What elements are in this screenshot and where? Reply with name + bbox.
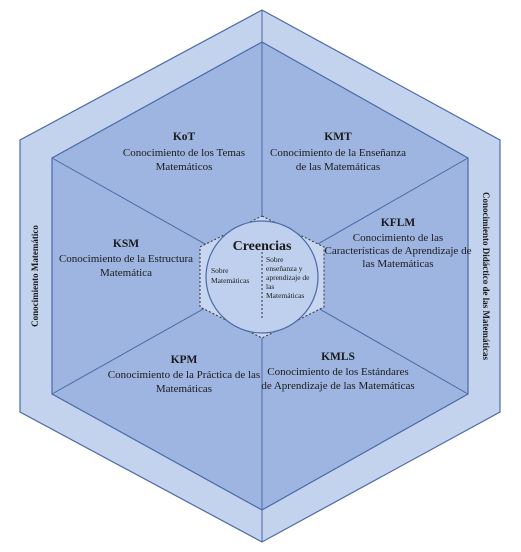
segment-line: Matemática	[100, 267, 152, 279]
segment-bottom-right: KMLS Conocimiento de los Estándares de A…	[261, 351, 414, 392]
segment-line: Conocimiento de la Práctica de las	[108, 369, 260, 381]
segment-line: Características de Aprendizaje de	[325, 245, 472, 257]
center-right-line: Matemáticas	[266, 291, 304, 300]
segment-title: KPM	[171, 354, 198, 366]
center-right-line: enseñanza y	[266, 264, 303, 273]
segment-title: KMT	[324, 131, 352, 143]
segment-line: Conocimiento de los Temas	[123, 147, 245, 159]
segment-line: Conocimiento de la Estructura	[59, 253, 193, 265]
segment-title: KFLM	[381, 217, 416, 229]
segment-title: KMLS	[321, 351, 355, 363]
center-title: Creencias	[233, 239, 292, 254]
center-left-line: Matemáticas	[211, 276, 249, 285]
center-block: Creencias Sobre Matemáticas Sobre enseña…	[211, 239, 310, 300]
segment-line: de Aprendizaje de las Matemáticas	[261, 380, 414, 392]
segment-bottom-left: KPM Conocimiento de la Práctica de las M…	[108, 354, 260, 395]
segment-title: KoT	[173, 131, 196, 143]
segment-line: Conocimiento de las	[353, 232, 443, 244]
segment-top-right: KMT Conocimiento de la Enseñanza de las …	[270, 131, 406, 173]
segment-line: Conocimiento de los Estándares	[267, 366, 408, 378]
segment-line: Matemáticas	[156, 383, 212, 395]
center-left-line: Sobre	[211, 266, 229, 275]
segment-top-left: KoT Conocimiento de los Temas Matemático…	[123, 131, 245, 173]
center-right-line: las	[266, 282, 274, 291]
segment-line: las Matemáticas	[362, 258, 433, 270]
center-right-line: Sobre	[266, 255, 284, 264]
segment-line: de las Matemáticas	[296, 161, 380, 173]
segment-line: Matemáticos	[156, 161, 213, 173]
segment-line: Conocimiento de la Enseñanza	[270, 147, 406, 159]
center-right-line: aprendizaje de	[266, 273, 310, 282]
side-label-right: Conocimiento Didáctico de las Matemática…	[481, 192, 491, 360]
side-label-left: Conocimiento Matemático	[30, 225, 40, 327]
segment-title: KSM	[113, 238, 139, 250]
segment-right: KFLM Conocimiento de las Características…	[325, 217, 472, 270]
segment-left: KSM Conocimiento de la Estructura Matemá…	[59, 238, 193, 279]
